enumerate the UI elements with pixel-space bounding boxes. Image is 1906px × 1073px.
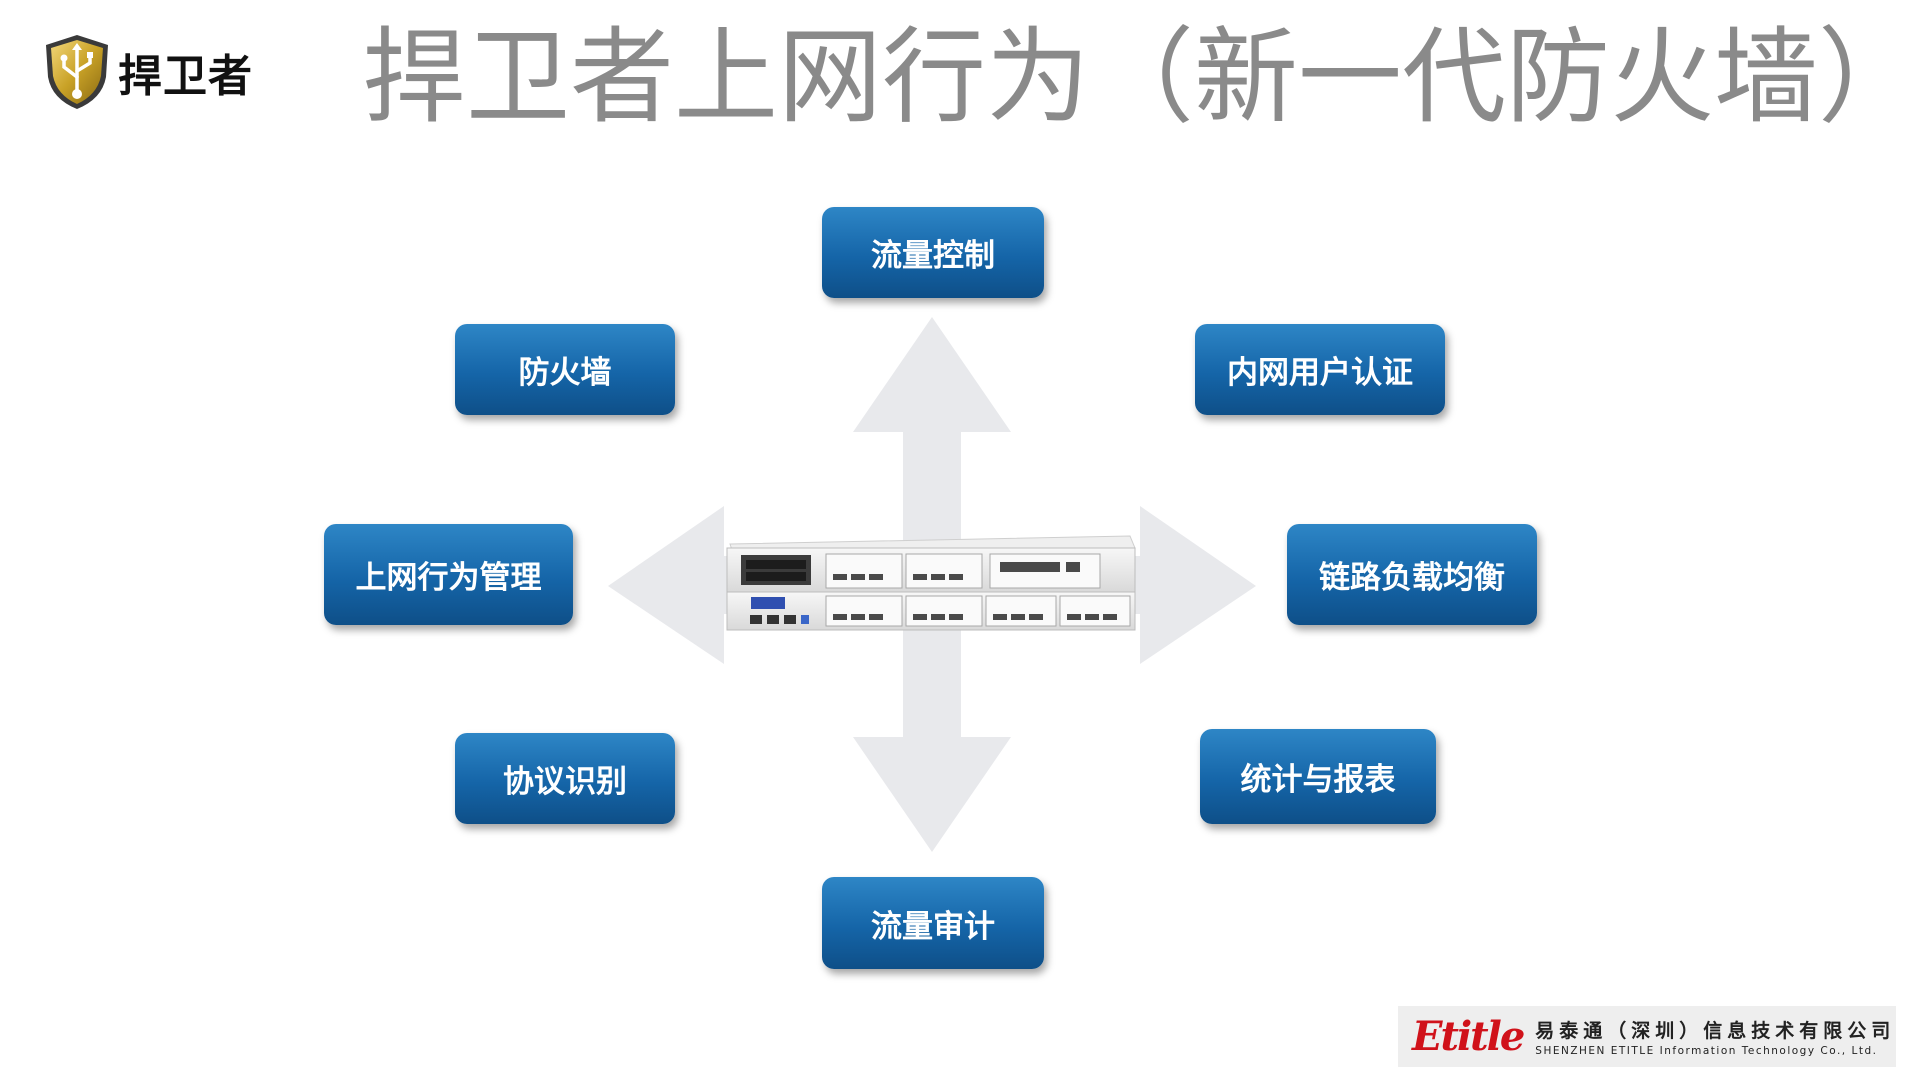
company-brand-logo: Etitle bbox=[1412, 1013, 1525, 1060]
node-statistics-reports: 统计与报表 bbox=[1200, 729, 1436, 824]
node-traffic-audit: 流量审计 bbox=[822, 877, 1044, 969]
brand-logo: 捍卫者 bbox=[42, 32, 312, 112]
node-traffic-control: 流量控制 bbox=[822, 207, 1044, 298]
page-title: 捍卫者上网行为（新一代防火墙） bbox=[362, 16, 1906, 138]
company-name-block: 易泰通（深圳）信息技术有限公司 SHENZHEN ETITLE Informat… bbox=[1535, 1016, 1895, 1057]
node-internet-behavior-management: 上网行为管理 bbox=[324, 524, 573, 625]
shield-usb-icon bbox=[46, 35, 108, 109]
arrow-right bbox=[1140, 506, 1256, 664]
firewall-appliance-icon bbox=[726, 535, 1136, 631]
company-footer: Etitle 易泰通（深圳）信息技术有限公司 SHENZHEN ETITLE I… bbox=[1398, 1006, 1896, 1067]
arrow-up bbox=[853, 317, 1011, 432]
arrow-left bbox=[608, 506, 724, 664]
arrow-down bbox=[853, 737, 1011, 852]
company-name-en: SHENZHEN ETITLE Information Technology C… bbox=[1535, 1045, 1878, 1057]
company-name-cn: 易泰通（深圳）信息技术有限公司 bbox=[1535, 1020, 1896, 1042]
node-intranet-user-auth: 内网用户认证 bbox=[1195, 324, 1445, 415]
node-link-load-balancing: 链路负载均衡 bbox=[1287, 524, 1537, 625]
node-firewall: 防火墙 bbox=[455, 324, 675, 415]
node-protocol-identification: 协议识别 bbox=[455, 733, 675, 824]
logo-text: 捍卫者 bbox=[118, 51, 253, 102]
